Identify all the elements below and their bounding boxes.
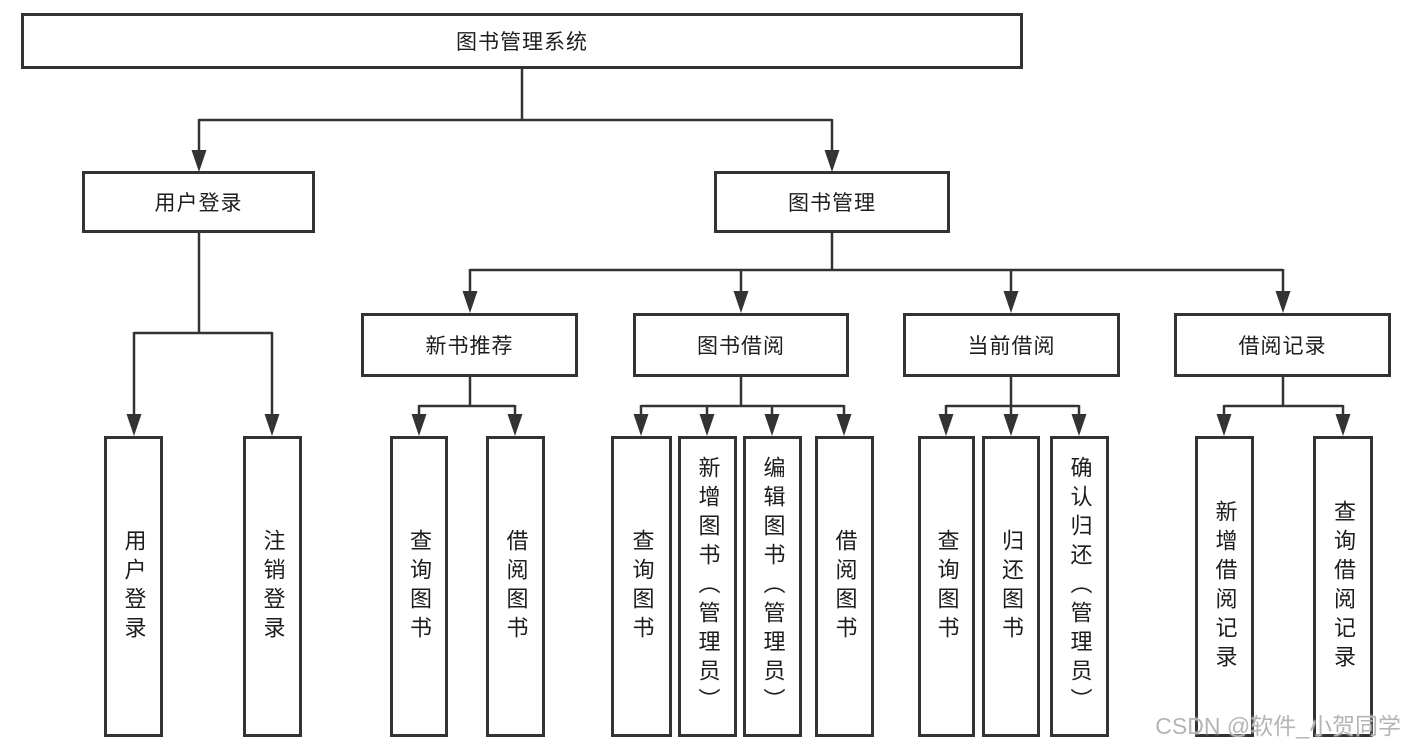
node-book-management-label: 图书管理 [788,192,876,215]
leaf-bb-query-books-label: 查询图书 [629,528,655,645]
node-current-borrow: 当前借阅 [903,313,1120,377]
node-current-borrow-label: 当前借阅 [967,335,1056,358]
node-new-book-recommend: 新书推荐 [361,313,578,377]
leaf-bb-borrow-books-label: 借阅图书 [832,528,858,645]
node-user-login: 用户登录 [82,171,315,233]
node-user-login-label: 用户登录 [154,192,243,215]
leaf-logout: 注销登录 [243,436,302,737]
leaf-cb-query-books: 查询图书 [918,436,975,737]
leaf-bb-edit-books-admin: 编辑图书（管理员） [743,436,802,737]
connector-lines [132,68,1345,416]
arrowheads [126,150,1351,436]
leaf-user-login-label: 用户登录 [121,528,147,645]
leaf-logout-label: 注销登录 [260,528,286,645]
leaf-cb-confirm-return-admin: 确认归还（管理员） [1050,436,1109,737]
leaf-br-add-record-label: 新增借阅记录 [1212,499,1238,674]
leaf-nb-query-books-label: 查询图书 [407,528,432,645]
leaf-br-add-record: 新增借阅记录 [1195,436,1254,737]
leaf-cb-return-books-label: 归还图书 [999,528,1024,645]
root-node-label: 图书管理系统 [456,31,588,54]
leaf-cb-query-books-label: 查询图书 [934,528,960,645]
watermark: CSDN @软件_小贺同学 [1155,713,1401,739]
leaf-br-query-record: 查询借阅记录 [1313,436,1373,737]
leaf-cb-return-books: 归还图书 [982,436,1040,737]
leaf-user-login: 用户登录 [104,436,163,737]
leaf-br-query-record-label: 查询借阅记录 [1331,499,1356,674]
node-new-book-recommend-label: 新书推荐 [425,335,514,358]
node-borrow-records-label: 借阅记录 [1238,335,1327,358]
leaf-bb-edit-books-admin-label: 编辑图书（管理员） [760,456,786,717]
leaf-nb-borrow-books-label: 借阅图书 [503,528,529,645]
node-book-management: 图书管理 [714,171,950,233]
leaf-bb-query-books: 查询图书 [611,436,672,737]
node-book-borrow: 图书借阅 [633,313,849,377]
node-book-borrow-label: 图书借阅 [697,335,785,358]
leaf-bb-add-books-admin-label: 新增图书（管理员） [695,456,721,717]
leaf-bb-borrow-books: 借阅图书 [815,436,874,737]
leaf-cb-confirm-return-admin-label: 确认归还（管理员） [1067,456,1093,717]
leaf-bb-add-books-admin: 新增图书（管理员） [678,436,737,737]
node-borrow-records: 借阅记录 [1174,313,1391,377]
root-node: 图书管理系统 [21,13,1023,69]
leaf-nb-query-books: 查询图书 [390,436,448,737]
leaf-nb-borrow-books: 借阅图书 [486,436,545,737]
